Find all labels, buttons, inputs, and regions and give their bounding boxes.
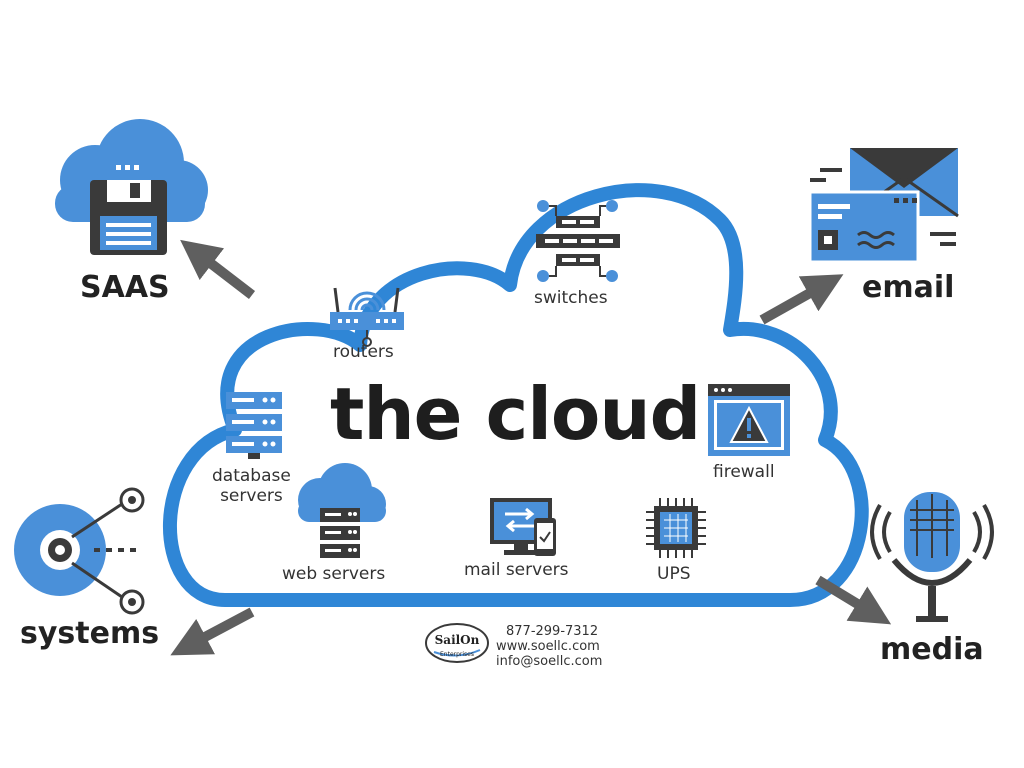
- switches-label: switches: [534, 288, 608, 308]
- chip-icon: [646, 498, 706, 558]
- ups-label: UPS: [657, 564, 691, 584]
- web-servers-label: web servers: [282, 564, 386, 584]
- contact-info: 877-299-7312 www.soellc.com info@soellc.…: [496, 624, 602, 669]
- company-logo: SailOn Enterprises: [425, 623, 489, 663]
- email-label: email: [862, 270, 955, 305]
- systems-label: systems: [20, 616, 160, 651]
- arrow-to-saas: [180, 239, 256, 299]
- mail-servers-label: mail servers: [464, 560, 569, 580]
- firewall-label: firewall: [713, 462, 775, 482]
- diagram-title: the cloud: [330, 372, 701, 456]
- saas-icon: [55, 119, 208, 255]
- contact-phone: 877-299-7312: [506, 624, 599, 639]
- email-icon: [808, 148, 959, 264]
- routers-label: routers: [333, 342, 394, 362]
- database-server-icon: [226, 392, 282, 459]
- microphone-icon: [870, 492, 994, 622]
- logo-text: SailOn: [435, 633, 480, 647]
- firewall-icon: [708, 384, 790, 456]
- router-icon: [330, 287, 404, 347]
- database-servers-line2: servers: [220, 486, 283, 506]
- database-servers-line1: database: [212, 466, 291, 486]
- arrow-to-systems: [170, 607, 255, 656]
- arrow-to-media: [815, 575, 892, 625]
- media-label: media: [880, 632, 984, 667]
- contact-website[interactable]: www.soellc.com: [496, 639, 600, 654]
- web-server-icon: [298, 463, 386, 558]
- mail-server-icon: [490, 498, 556, 556]
- switch-icon: [536, 200, 620, 282]
- contact-email[interactable]: info@soellc.com: [496, 654, 603, 669]
- systems-icon: [14, 487, 145, 615]
- database-servers-label: database servers: [212, 466, 291, 506]
- arrow-to-email: [759, 274, 844, 325]
- logo-subtext: Enterprises: [440, 651, 474, 658]
- saas-label: SAAS: [80, 270, 170, 305]
